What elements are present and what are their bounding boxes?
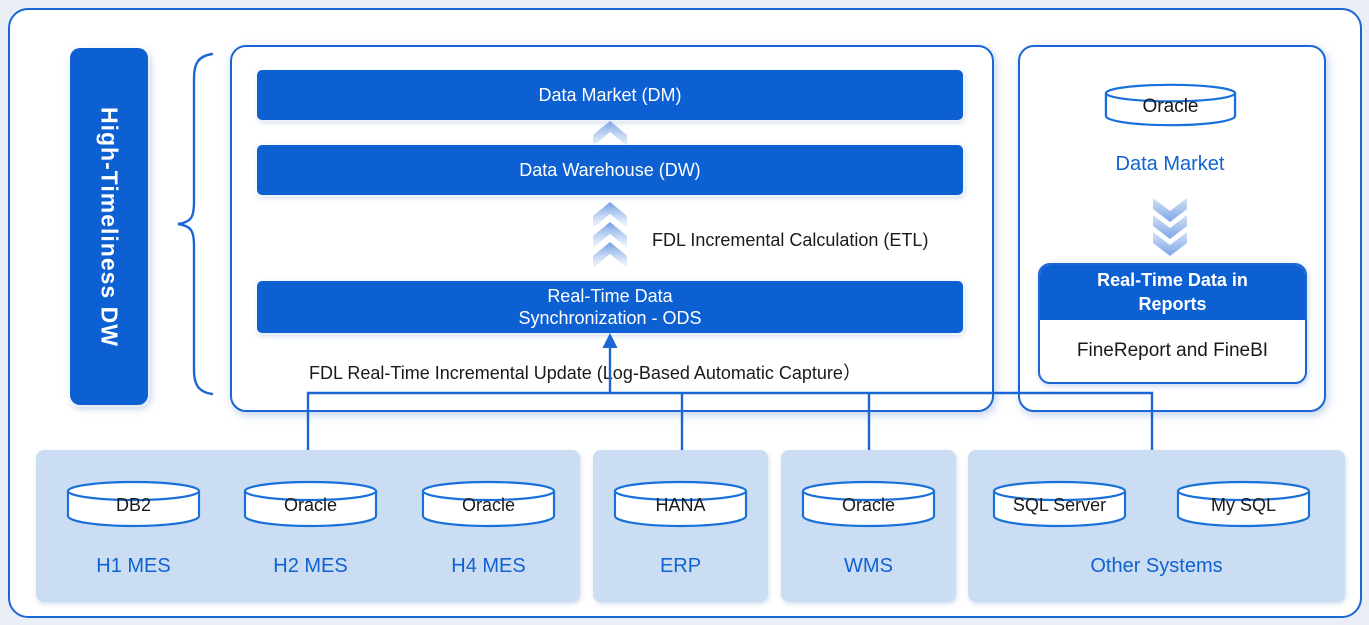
database-cylinder-icon: Oracle [1104,83,1237,127]
data-warehouse-dw-bar: Data Warehouse (DW) [257,145,963,195]
database-cylinder-icon: Oracle [421,480,556,528]
etl-caption: FDL Incremental Calculation (ETL) [652,230,929,250]
ods-label-line1: Real-Time Data [547,285,673,306]
db-label: Oracle [283,495,337,515]
system-label: ERP [659,555,702,577]
curly-brace [177,52,214,396]
chevron-down-icon [1153,198,1187,256]
data-market-label: Data Market [1115,153,1225,175]
report-card: Real-Time Data in Reports FineReport and… [1038,263,1307,384]
dm-label: Data Market (DM) [538,84,682,105]
system-label: H4 MES [451,555,526,577]
db-label: Oracle [841,495,895,515]
database-cylinder-icon: DB2 [66,480,201,528]
report-card-header: Real-Time Data in Reports [1040,265,1305,320]
chevron-up-icon [593,121,627,146]
db-label: Oracle [1142,96,1199,117]
dw-label: Data Warehouse (DW) [519,159,701,180]
system-label: WMS [844,555,893,577]
system-label: Other Systems [1090,555,1223,577]
banner-label: High-Timeliness DW [96,106,123,347]
database-cylinder-icon: Oracle [801,480,936,528]
db-label: DB2 [115,495,151,515]
capture-caption: FDL Real-Time Incremental Update (Log-Ba… [309,363,861,383]
db-label: HANA [655,495,706,515]
database-cylinder-icon: Oracle [243,480,378,528]
db-label: Oracle [461,495,515,515]
data-market-dm-bar: Data Market (DM) [257,70,963,120]
database-cylinder-icon: My SQL [1176,480,1311,528]
database-cylinder-icon: SQL Server [992,480,1127,528]
ods-label-line2: Synchronization - ODS [518,308,702,328]
chevron-up-icon [593,202,627,268]
database-cylinder-icon: HANA [613,480,748,528]
system-label: H1 MES [96,555,171,577]
ods-bar: Real-Time Data Synchronization - ODS [257,281,963,333]
report-card-body: FineReport and FineBI [1076,340,1269,361]
high-timeliness-dw-banner: High-Timeliness DW [70,48,148,405]
system-label: H2 MES [273,555,348,577]
db-label: My SQL [1210,495,1276,515]
db-label: SQL Server [1012,495,1107,515]
